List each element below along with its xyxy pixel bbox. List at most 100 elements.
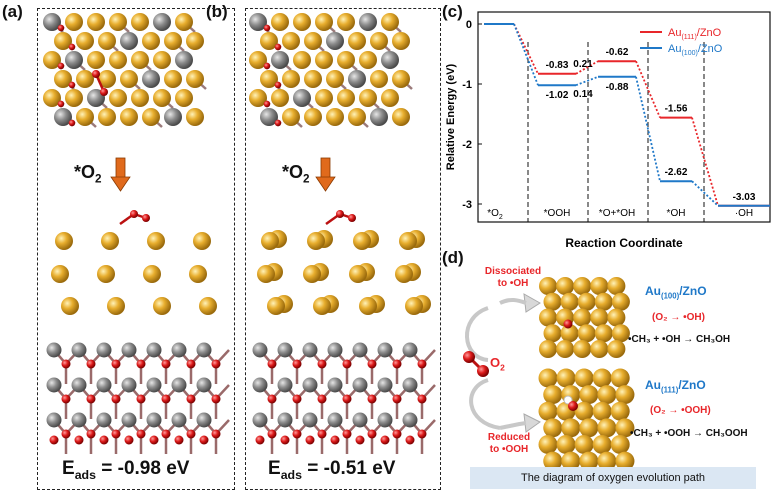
barrier-label: 0.21: [573, 59, 593, 70]
ooh-atom: [568, 401, 578, 411]
au-atom: [65, 13, 83, 31]
state-label: *OOH: [544, 208, 571, 219]
au-atom: [560, 292, 579, 311]
o-atom: [57, 100, 65, 108]
o-atom: [263, 24, 271, 32]
zn-atom: [370, 108, 388, 126]
o-atom: [61, 394, 71, 404]
au-atom: [560, 324, 579, 343]
au-atom: [610, 368, 630, 388]
au-atom: [315, 13, 333, 31]
series-connector: [635, 76, 661, 182]
au-atom: [381, 13, 399, 31]
o-atom: [136, 359, 146, 369]
o-atom: [161, 429, 171, 439]
au-atom: [257, 265, 275, 283]
au-atom: [131, 13, 149, 31]
zn-atom: [121, 342, 137, 358]
state-label: ·OH: [735, 208, 753, 219]
zn-atom: [277, 342, 293, 358]
au-atom: [87, 13, 105, 31]
au-atom: [98, 70, 116, 88]
o-atom: [292, 359, 302, 369]
oh-atom: [563, 319, 573, 329]
au-atom: [556, 277, 575, 295]
au-atom: [405, 297, 423, 315]
au-atom: [539, 277, 557, 295]
energy-level-label: -0.62: [606, 47, 629, 58]
au-atom: [326, 70, 344, 88]
zn-atom: [71, 377, 87, 393]
au-atom: [315, 51, 333, 69]
zn-atom: [352, 412, 368, 428]
zn-atom: [277, 412, 293, 428]
o-atom: [292, 394, 302, 404]
au-atom: [577, 292, 596, 311]
o-atom: [263, 100, 271, 108]
state-label: *O2: [487, 208, 503, 221]
state-label: *O+*OH: [599, 208, 635, 219]
au-atom: [592, 435, 612, 454]
au-atom: [592, 368, 612, 388]
zn-atom: [171, 342, 187, 358]
au-atom: [574, 435, 594, 454]
panel-b-frame: [245, 8, 441, 490]
au-atom: [304, 108, 322, 126]
panel-c-label: (c): [442, 2, 463, 21]
au-atom: [359, 51, 377, 69]
o-atom: [380, 435, 390, 445]
au-atom: [107, 297, 125, 315]
o-atom: [186, 359, 196, 369]
o-atom: [111, 394, 121, 404]
zn-atom: [381, 51, 399, 69]
au100-label: Au(100)/ZnO: [645, 284, 707, 301]
au-atom: [392, 70, 410, 88]
o-atom: [57, 62, 65, 70]
zn-atom: [277, 377, 293, 393]
au-atom: [392, 108, 410, 126]
o-atom: [255, 435, 265, 445]
au-atom: [561, 418, 581, 438]
o-atom: [292, 429, 302, 439]
zn-atom: [252, 342, 268, 358]
au-atom: [54, 70, 72, 88]
au-atom: [573, 340, 592, 358]
o2-atom: [130, 210, 138, 218]
zn-atom: [196, 412, 212, 428]
zn-atom: [377, 377, 393, 393]
o-atom: [305, 435, 315, 445]
au-atom: [193, 232, 211, 250]
zn-atom: [175, 51, 193, 69]
au-atom: [539, 340, 557, 358]
o-atom: [211, 429, 221, 439]
au-atom: [538, 435, 558, 454]
au-atom: [590, 308, 609, 327]
o-atom: [274, 81, 282, 89]
o-atom: [317, 359, 327, 369]
au-atom: [186, 108, 204, 126]
au-atom: [186, 70, 204, 88]
zn-atom: [96, 342, 112, 358]
au-atom: [399, 232, 417, 250]
au-atom: [348, 32, 366, 50]
au-atom: [353, 232, 371, 250]
zn-atom: [402, 412, 418, 428]
au-atom: [611, 324, 630, 343]
au-atom: [61, 297, 79, 315]
o-atom: [136, 429, 146, 439]
au-atom: [607, 340, 626, 358]
zn-atom: [146, 412, 162, 428]
au-atom: [120, 70, 138, 88]
o-atom: [317, 394, 327, 404]
o-atom: [211, 359, 221, 369]
au-atom: [109, 89, 127, 107]
zn-atom: [96, 377, 112, 393]
zn-atom: [46, 342, 62, 358]
au-atom: [615, 418, 635, 438]
au-atom: [370, 32, 388, 50]
au-atom: [271, 13, 289, 31]
zn-atom: [121, 412, 137, 428]
legend-entry: Au(100)/ZnO: [668, 43, 723, 57]
